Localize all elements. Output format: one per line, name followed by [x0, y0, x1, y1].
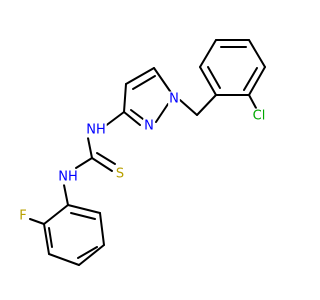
- bond: [199, 66, 217, 96]
- label-background: [143, 118, 155, 134]
- bond: [43, 223, 50, 255]
- bond: [67, 204, 101, 214]
- nh-upper-label: NH: [86, 123, 106, 138]
- bond: [196, 94, 217, 116]
- bond: [132, 75, 156, 90]
- molecule-structure: Cl N N NH S NH F: [18, 39, 267, 266]
- bond: [248, 39, 266, 68]
- sulfur-label: S: [116, 167, 124, 182]
- label-background: [114, 166, 126, 182]
- bond: [123, 111, 141, 126]
- bond: [78, 244, 105, 266]
- bond: [103, 111, 125, 128]
- bond: [130, 109, 144, 120]
- label-background: [168, 91, 180, 107]
- bond: [87, 137, 93, 159]
- bond: [96, 152, 116, 165]
- chlorine-label: Cl: [253, 109, 266, 124]
- bond: [248, 66, 266, 96]
- pyrazole-n2-label: N: [144, 119, 154, 134]
- pyrazole-n1-label: N: [169, 92, 179, 107]
- bond: [123, 83, 127, 113]
- bond: [48, 227, 53, 248]
- bond: [75, 157, 93, 169]
- bonds: [29, 39, 266, 266]
- bond: [43, 204, 69, 225]
- bond: [243, 67, 258, 91]
- bond: [125, 67, 155, 85]
- nh-lower-label: NH: [58, 170, 78, 185]
- bond: [153, 67, 173, 95]
- bond: [48, 253, 80, 266]
- label-background: [85, 122, 107, 138]
- bond: [77, 246, 98, 259]
- bond: [63, 184, 69, 206]
- label-background: [57, 169, 79, 185]
- bond: [91, 157, 113, 172]
- atom-labels: Cl N N NH S NH F: [18, 91, 267, 224]
- bond: [179, 99, 198, 116]
- bond: [207, 66, 221, 89]
- bond: [99, 212, 105, 246]
- bond: [70, 212, 96, 220]
- fluorine-label: F: [19, 209, 26, 224]
- label-background: [251, 108, 267, 124]
- label-background: [18, 208, 28, 224]
- bond: [155, 103, 169, 123]
- bond: [248, 94, 257, 109]
- bond: [199, 39, 217, 68]
- bond: [29, 218, 45, 225]
